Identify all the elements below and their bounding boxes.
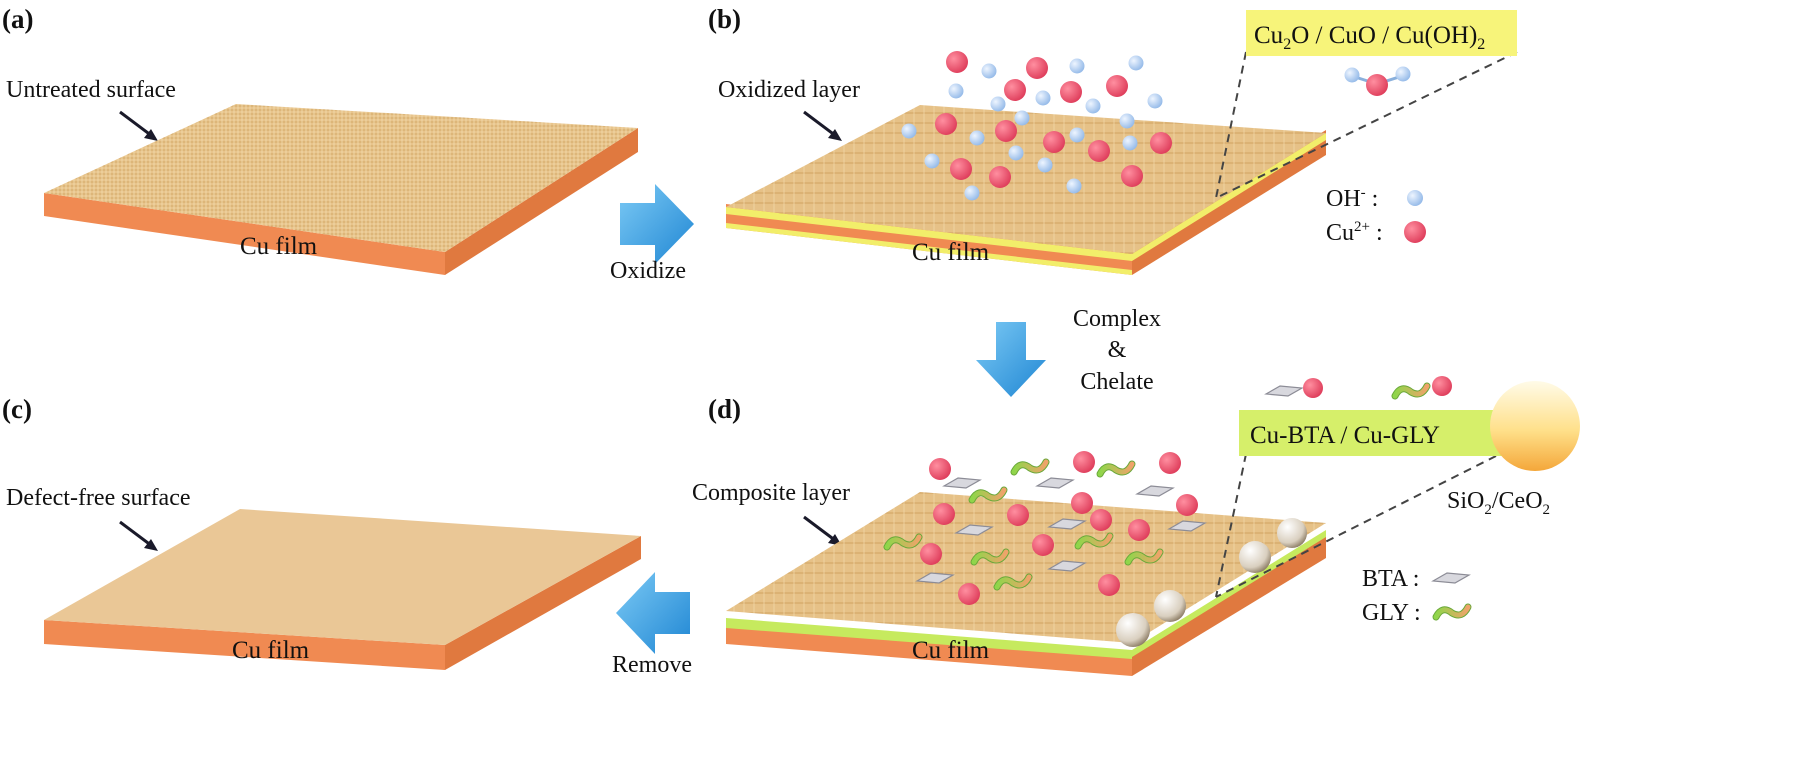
cu-film-slab-c [44, 509, 641, 670]
bta-icon [1432, 572, 1470, 584]
oh-ion-icon [1407, 190, 1423, 206]
oxide-callout-lines [1215, 51, 1518, 199]
left-arrow-icon [616, 572, 690, 654]
abrasive-particle-icon [1490, 381, 1580, 471]
cu-film-label-c: Cu film [232, 637, 310, 664]
oxidized-layer-label: Oxidized layer [718, 77, 860, 103]
right-arrow-icon [620, 184, 694, 264]
oxide-composition-label: Cu2O / CuO / Cu(OH)2 [1254, 22, 1485, 53]
composite-composition-label: Cu-BTA / Cu-GLY [1250, 422, 1440, 449]
pointer-arrow-icon [803, 110, 842, 141]
abrasive-particles [1116, 518, 1307, 647]
cu-film-label-a: Cu film [240, 233, 318, 260]
cu-film-slab-a [44, 104, 638, 275]
panel-c: (c) Defect-free surface Cu film [2, 394, 641, 670]
panel-a: (a) Untreated surface Cu film [2, 4, 638, 275]
complex-label: Complex [1073, 306, 1161, 332]
defect-free-surface-label: Defect-free surface [6, 485, 191, 511]
untreated-surface-label: Untreated surface [6, 77, 176, 103]
cu-film-slab-b [726, 105, 1326, 275]
particle-composition-label: SiO2/CeO2 [1447, 488, 1550, 518]
legend-b: OH- : Cu2+ : [1326, 185, 1426, 246]
composite-species-d [887, 451, 1206, 605]
cu-film-label-b: Cu film [912, 239, 990, 266]
panel-a-tag: (a) [2, 4, 33, 34]
cu-ion-icon [1404, 221, 1426, 243]
pointer-arrow-icon [119, 520, 158, 551]
complex-chelate-step: Complex & Chelate [976, 306, 1161, 397]
oxide-composition-box [1246, 10, 1517, 56]
composite-layer-label: Composite layer [692, 480, 850, 506]
composite-callout-lines [1215, 453, 1497, 598]
legend-gly-label: GLY : [1362, 600, 1421, 626]
panel-d: (d) Composite layer Cu film [692, 376, 1580, 676]
panel-b: (b) Oxidized layer Cu film [708, 4, 1518, 275]
oxidize-step: Oxidize [610, 184, 694, 284]
remove-label: Remove [612, 652, 692, 678]
chelate-label: Chelate [1080, 369, 1153, 395]
pointer-arrow-icon [119, 110, 158, 141]
ampersand-label: & [1108, 337, 1127, 363]
bta-cu-complex-icon [1265, 378, 1323, 398]
legend-bta-label: BTA : [1362, 566, 1419, 592]
legend-d: BTA : GLY : [1362, 566, 1469, 626]
panel-c-tag: (c) [2, 394, 32, 424]
oxidize-label: Oxidize [610, 258, 686, 284]
ion-cloud-b [901, 51, 1172, 201]
composite-composition-box [1239, 410, 1507, 456]
pointer-arrow-icon [803, 515, 842, 546]
legend-oh-label: OH- : [1326, 185, 1378, 212]
panel-b-tag: (b) [708, 4, 741, 34]
hydroxide-molecule-icon [1344, 66, 1411, 96]
gly-cu-complex-icon [1395, 376, 1452, 396]
gly-icon [1436, 607, 1468, 617]
cu-film-label-d: Cu film [912, 637, 990, 664]
down-arrow-icon [976, 322, 1046, 397]
panel-d-tag: (d) [708, 394, 741, 424]
legend-cu-label: Cu2+ : [1326, 219, 1383, 246]
remove-step: Remove [612, 572, 692, 678]
